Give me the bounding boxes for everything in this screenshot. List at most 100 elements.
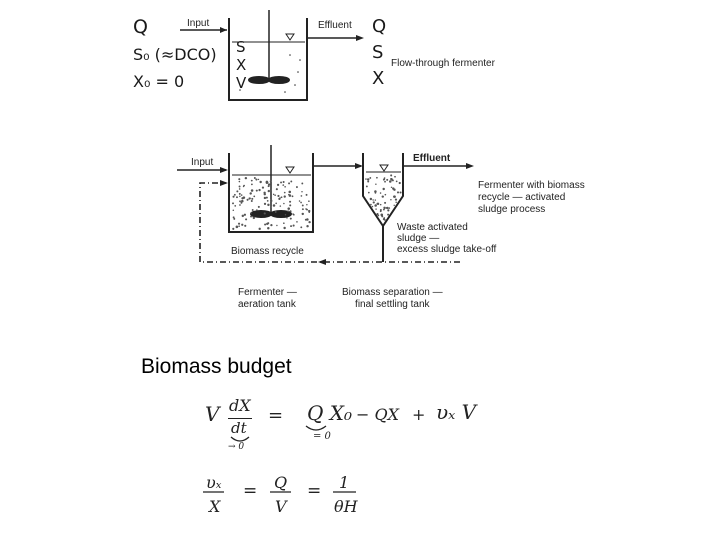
flow-through-caption: Flow-through fermenter [391,58,495,69]
particle [241,199,244,203]
particle [255,189,258,192]
particle [289,217,292,220]
particle [384,201,387,204]
particle [243,213,247,216]
particle [263,202,267,205]
particle [233,193,236,196]
particle [368,191,370,194]
particle [388,207,391,209]
particle [238,180,241,183]
particle [369,197,373,201]
particle [394,198,398,201]
particle [274,210,277,213]
particle [280,181,282,184]
particle [261,186,265,189]
particle [372,199,374,201]
particle [292,224,295,227]
eq1-v: V [205,402,220,426]
particle [382,187,385,191]
particle [258,227,261,231]
particle [249,197,251,200]
particle [395,180,398,183]
particle [238,192,241,195]
particle [300,195,303,197]
particle [250,183,253,186]
activated-sludge-caption: Fermenter with biomass recycle — activat… [478,180,585,216]
particle [263,212,266,215]
fermenter-line: Fermenter — [238,287,297,298]
top-right-x: X [372,68,385,89]
particle [267,227,270,230]
particle [249,192,252,195]
particle [272,193,275,196]
particle [376,213,379,216]
particle [289,204,292,207]
particle [276,183,280,186]
waste-line: sludge — [397,233,440,244]
particle [257,178,260,181]
particle [269,206,272,208]
particle [287,210,290,213]
particle [382,208,385,211]
particle [274,194,276,196]
particle [395,201,397,203]
particle [398,181,401,185]
particle [265,196,268,199]
particle [289,210,292,213]
particle [365,178,367,180]
particle [288,190,292,194]
particle [252,216,256,220]
eq2-equals-1: = [243,481,258,501]
top-input-label: Input [187,18,210,29]
particle [370,203,372,206]
particle [269,188,272,192]
particle [396,191,400,194]
particle [235,225,239,229]
particle [239,195,241,198]
eq2-x: X [209,497,221,516]
particle [390,180,392,182]
particle [301,212,304,216]
particle [301,191,303,193]
particle [265,180,269,184]
top-left-s0: S₀ (≈DCO) [133,45,217,64]
particle [300,226,303,229]
particle [238,225,240,228]
settling-tank [362,153,404,262]
particle [244,224,247,227]
particle [276,224,278,227]
top-right-s: S [372,42,384,63]
particle [301,182,304,185]
particle [308,211,311,214]
particle [232,195,235,198]
aeration-tank-particles [232,176,311,231]
particle [280,196,283,199]
particle [390,186,393,189]
particle [305,208,307,210]
particle [308,220,311,224]
particle [296,186,298,189]
particle [384,180,386,183]
particle [245,218,248,221]
particle [379,192,382,194]
particle [239,204,241,206]
particle [270,224,273,227]
top-effluent-label: Effluent [318,20,352,31]
waste-sludge-label: Waste activated sludge — excess sludge t… [397,222,496,255]
eq1-plus: + [412,405,426,424]
particle [283,191,286,194]
particle [286,217,288,219]
particle [241,214,245,218]
particle [277,194,280,198]
particle [241,223,244,226]
particle [306,218,309,221]
particle [391,179,394,182]
recycle-loop [199,182,460,263]
particle [386,178,389,181]
eq1-minus-qx: − QX [356,405,399,424]
particle [298,200,301,202]
top-right-q: Q [372,16,387,37]
particle [251,209,254,211]
particle [394,175,396,178]
